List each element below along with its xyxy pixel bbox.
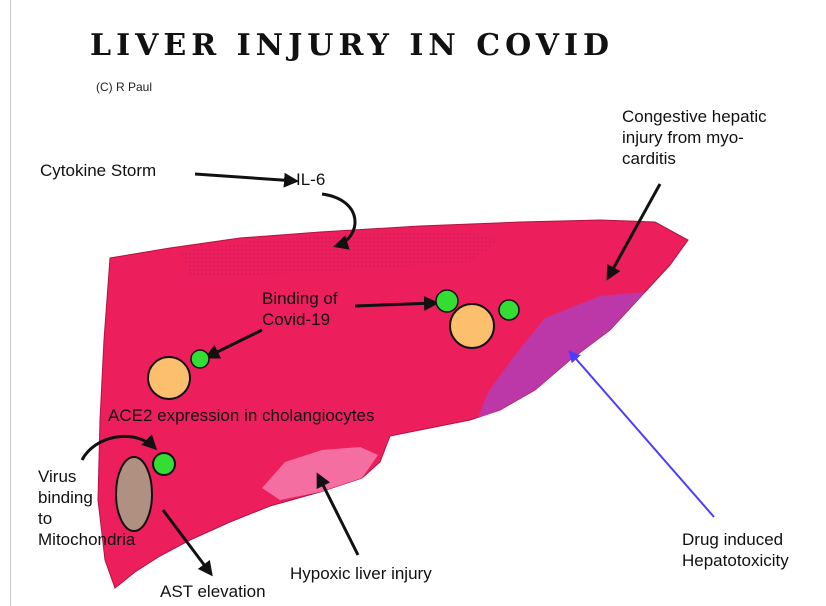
label-ace2: ACE2 expression in cholangiocytes <box>108 405 374 426</box>
arrow-hypoxic <box>318 475 358 555</box>
arrow-cytokine-to-il6 <box>195 174 296 181</box>
label-il6: IL-6 <box>296 169 325 190</box>
label-binding: Binding of Covid-19 <box>262 288 338 330</box>
label-virus-binding: Virus binding to Mitochondria <box>38 466 135 550</box>
label-drug-induced: Drug induced Hepatotoxicity <box>682 529 789 571</box>
cholangiocyte-cell <box>148 357 190 399</box>
covid-virus <box>436 290 458 312</box>
label-congestive: Congestive hepatic injury from myo- card… <box>622 106 767 169</box>
label-ast: AST elevation <box>160 581 266 602</box>
liver-shape <box>98 220 688 588</box>
covid-virus <box>153 453 175 475</box>
label-cytokine-storm: Cytokine Storm <box>40 160 156 181</box>
covid-virus <box>499 300 519 320</box>
label-hypoxic: Hypoxic liver injury <box>290 563 432 584</box>
hepatocyte-cell <box>450 304 494 348</box>
arrow-drug-induced <box>570 352 714 517</box>
covid-virus <box>191 350 209 368</box>
